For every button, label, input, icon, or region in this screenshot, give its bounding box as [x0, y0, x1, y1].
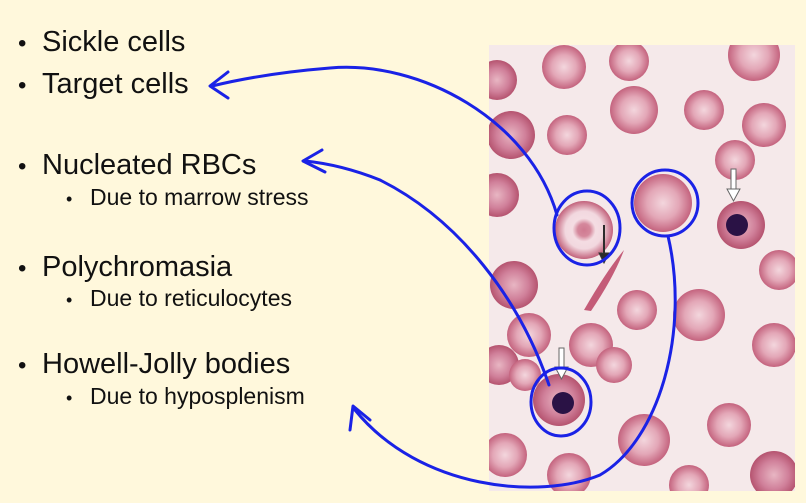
sub-bullet-marrow-stress: • Due to marrow stress: [66, 182, 309, 214]
bullet-dot: •: [18, 153, 27, 180]
arrowhead-nucleated: [301, 148, 327, 174]
bullet-label: Target cells: [42, 68, 189, 100]
blood-smear-image: [489, 45, 795, 491]
arrowhead-target: [208, 70, 230, 100]
sub-bullet-reticulocytes: • Due to reticulocytes: [66, 283, 292, 315]
bullet-item-polychromasia: • Polychromasia: [18, 249, 232, 287]
sub-bullet-label: Due to hyposplenism: [90, 383, 305, 409]
arrowhead-hyposplenism: [348, 404, 372, 432]
bullet-dot: •: [18, 72, 27, 99]
sub-bullet-dot: •: [66, 388, 73, 408]
bullet-dot: •: [18, 352, 27, 379]
blood-smear-illustration: [489, 45, 795, 491]
sub-bullet-label: Due to reticulocytes: [90, 285, 292, 311]
bullet-label: Howell-Jolly bodies: [42, 348, 291, 380]
bullet-dot: •: [18, 255, 27, 282]
bullet-label: Polychromasia: [42, 251, 233, 283]
bullet-item-target-cells: • Target cells: [18, 66, 189, 104]
bullet-item-nucleated-rbcs: • Nucleated RBCs: [18, 147, 256, 185]
sub-bullet-dot: •: [66, 189, 73, 209]
bullet-item-howell-jolly: • Howell-Jolly bodies: [18, 346, 290, 384]
bullet-dot: •: [18, 30, 27, 57]
bullet-item-sickle-cells: • Sickle cells: [18, 24, 185, 62]
bullet-label: Nucleated RBCs: [42, 149, 257, 181]
sub-bullet-hyposplenism: • Due to hyposplenism: [66, 381, 305, 413]
bullet-label: Sickle cells: [42, 26, 186, 58]
sub-bullet-label: Due to marrow stress: [90, 184, 309, 210]
sub-bullet-dot: •: [66, 290, 73, 310]
